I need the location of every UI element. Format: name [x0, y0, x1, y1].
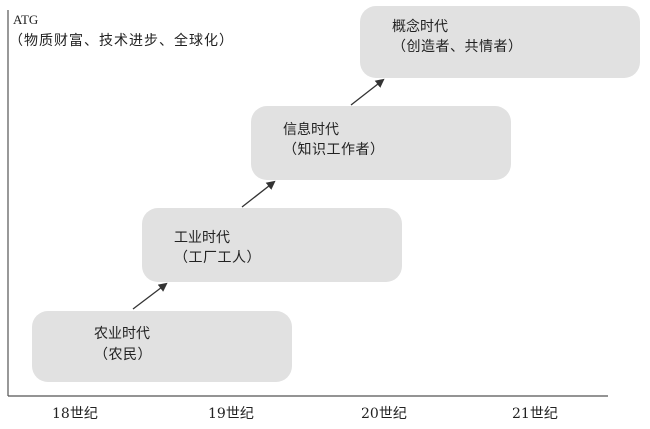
- stage-label: 农业时代: [94, 326, 150, 342]
- arrow-3-to-4: [350, 78, 385, 106]
- arrow-1-to-2: [132, 282, 168, 310]
- y-axis-title: ATG: [13, 12, 39, 27]
- x-tick-label: 20世纪: [361, 406, 407, 422]
- x-tick-label: 18世纪: [52, 406, 98, 422]
- stage-sublabel: （工厂工人）: [174, 250, 261, 266]
- stage-information: 信息时代 （知识工作者）: [251, 106, 511, 180]
- stage-label: 信息时代: [283, 122, 339, 138]
- stage-sublabel: （创造者、共情者）: [392, 39, 523, 55]
- stage-label: 概念时代: [392, 19, 448, 35]
- stage-conceptual: 概念时代 （创造者、共情者）: [360, 6, 640, 78]
- y-axis-subtitle: （物质财富、技术进步、全球化）: [9, 33, 234, 49]
- x-tick-label: 21世纪: [512, 406, 558, 422]
- stage-sublabel: （农民）: [94, 347, 152, 363]
- x-tick-label: 19世纪: [208, 406, 254, 422]
- stage-label: 工业时代: [174, 230, 230, 246]
- arrow-2-to-3: [241, 180, 276, 208]
- stage-agricultural: 农业时代 （农民）: [32, 311, 292, 382]
- stage-industrial: 工业时代 （工厂工人）: [142, 208, 402, 282]
- stage-sublabel: （知识工作者）: [283, 142, 385, 158]
